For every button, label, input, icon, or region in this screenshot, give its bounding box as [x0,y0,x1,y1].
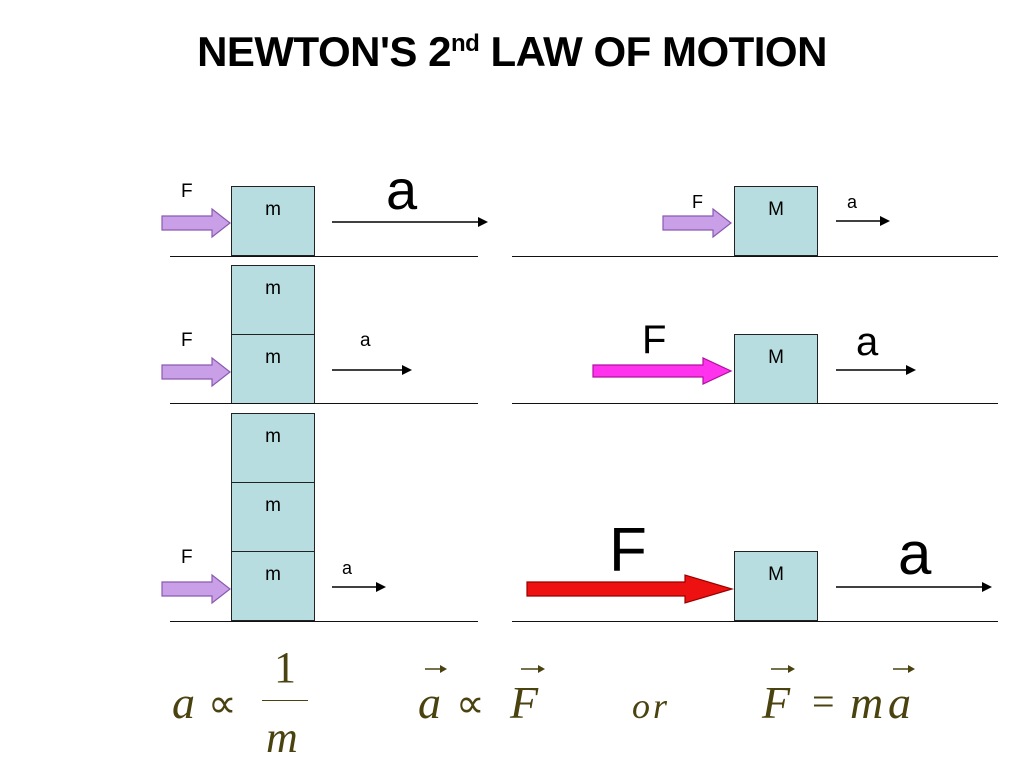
force-arrow [161,207,231,239]
block-label: m [265,495,281,516]
mass-block: M [734,186,818,256]
floor-line [512,403,998,404]
force-arrow [526,574,735,604]
floor-line [512,621,998,622]
acceleration-label: a [898,520,932,587]
acceleration-arrow [836,365,916,375]
block-label: m [265,278,281,299]
vector-arrow-icon [425,665,447,673]
force-label: F [181,330,193,351]
eq3-rhs-accel: a [888,677,911,728]
floor-line [512,256,998,257]
acceleration-label: a [342,558,353,578]
fraction-bar [262,700,308,701]
mass-block: M [734,551,818,621]
title-rest: LAW OF MOTION [479,28,827,75]
force-label: F [692,192,703,212]
block-label: m [265,426,281,447]
block-label: M [768,199,784,220]
acceleration-arrow [332,365,412,375]
mass-block: m [231,265,315,335]
acceleration-label: a [386,158,418,221]
force-label: F [181,547,193,568]
equals-symbol: = [812,679,835,724]
acceleration-label: a [856,320,879,364]
mass-block: m [231,551,315,621]
acceleration-arrow [836,216,890,226]
force-arrow [161,356,231,388]
block-label: m [265,199,281,220]
floor-line [170,256,478,257]
title-main: NEWTON'S 2 [197,28,451,75]
mass-block: m [231,186,315,256]
mass-block: m [231,334,315,404]
floor-line [170,403,478,404]
mass-block: m [231,413,315,483]
acceleration-arrow [332,582,386,592]
force-label: F [181,181,193,202]
eq3-rhs-mass: m [850,677,884,728]
eq1-numerator: 1 [274,643,296,692]
vector-arrow-icon [893,665,915,673]
title-superscript: nd [450,30,480,57]
mass-block: m [231,482,315,552]
or-connector: or [632,686,671,726]
proportional-symbol: ∝ [208,681,237,726]
block-label: m [265,347,281,368]
force-arrow [592,357,733,385]
eq2-rhs: F [510,677,539,728]
acceleration-label: a [847,192,858,212]
page-title: NEWTON'S 2nd LAW OF MOTION [0,28,1024,76]
block-label: M [768,564,784,585]
block-label: m [265,564,281,585]
force-arrow [662,207,732,239]
block-label: M [768,347,784,368]
floor-line [170,621,478,622]
mass-block: M [734,334,818,404]
vector-arrow-icon [521,665,545,673]
acceleration-arrow [836,582,992,592]
vector-arrow-icon [771,665,795,673]
acceleration-arrow [332,217,488,227]
eq1-denominator: m [266,713,298,762]
force-label: F [642,318,667,362]
force-arrow [161,573,231,605]
eq1-lhs: a [172,677,195,728]
acceleration-label: a [360,330,371,351]
eq3-lhs: F [762,677,791,728]
eq2-lhs: a [418,677,441,728]
proportional-symbol: ∝ [456,681,485,726]
force-label: F [609,516,647,585]
